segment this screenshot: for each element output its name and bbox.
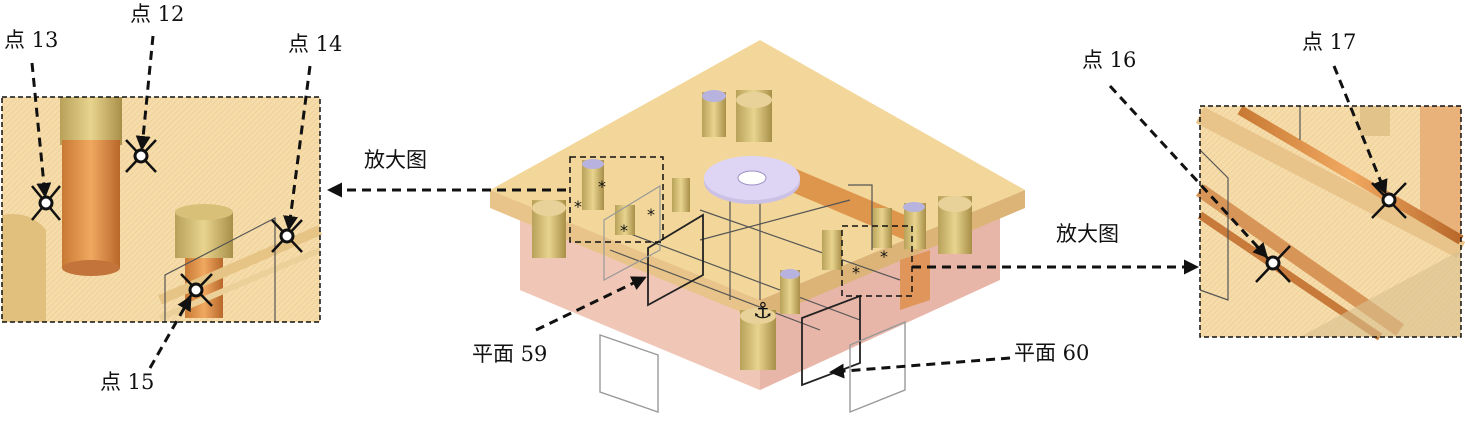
label-point-14: 点 14 — [288, 32, 343, 56]
svg-text:*: * — [852, 263, 860, 282]
svg-text:*: * — [880, 247, 888, 266]
svg-text:*: * — [647, 205, 655, 224]
label-point-12: 点 12 — [130, 2, 185, 26]
mold-plate-assembly: ⚓ * * * * * * — [490, 40, 1025, 414]
left-zoom-inset — [1, 96, 323, 323]
point-marker-12 — [125, 139, 157, 173]
point-marker-15 — [180, 273, 213, 307]
label-point-16: 点 16 — [1082, 48, 1137, 72]
callout-arrows — [30, 35, 1388, 379]
label-plane-59: 平面 59 — [472, 342, 548, 366]
svg-text:⚓: ⚓ — [753, 299, 773, 324]
svg-text:*: * — [598, 177, 606, 196]
label-zoom-left: 放大图 — [364, 148, 427, 172]
point-marker-14 — [271, 219, 303, 253]
label-zoom-right: 放大图 — [1056, 222, 1119, 246]
svg-text:*: * — [574, 197, 582, 216]
label-point-13: 点 13 — [4, 28, 59, 52]
svg-text:*: * — [620, 221, 628, 240]
right-zoom-inset — [1195, 105, 1465, 341]
label-point-15: 点 15 — [100, 370, 155, 394]
label-point-17: 点 17 — [1302, 30, 1357, 54]
label-plane-60: 平面 60 — [1014, 341, 1090, 365]
